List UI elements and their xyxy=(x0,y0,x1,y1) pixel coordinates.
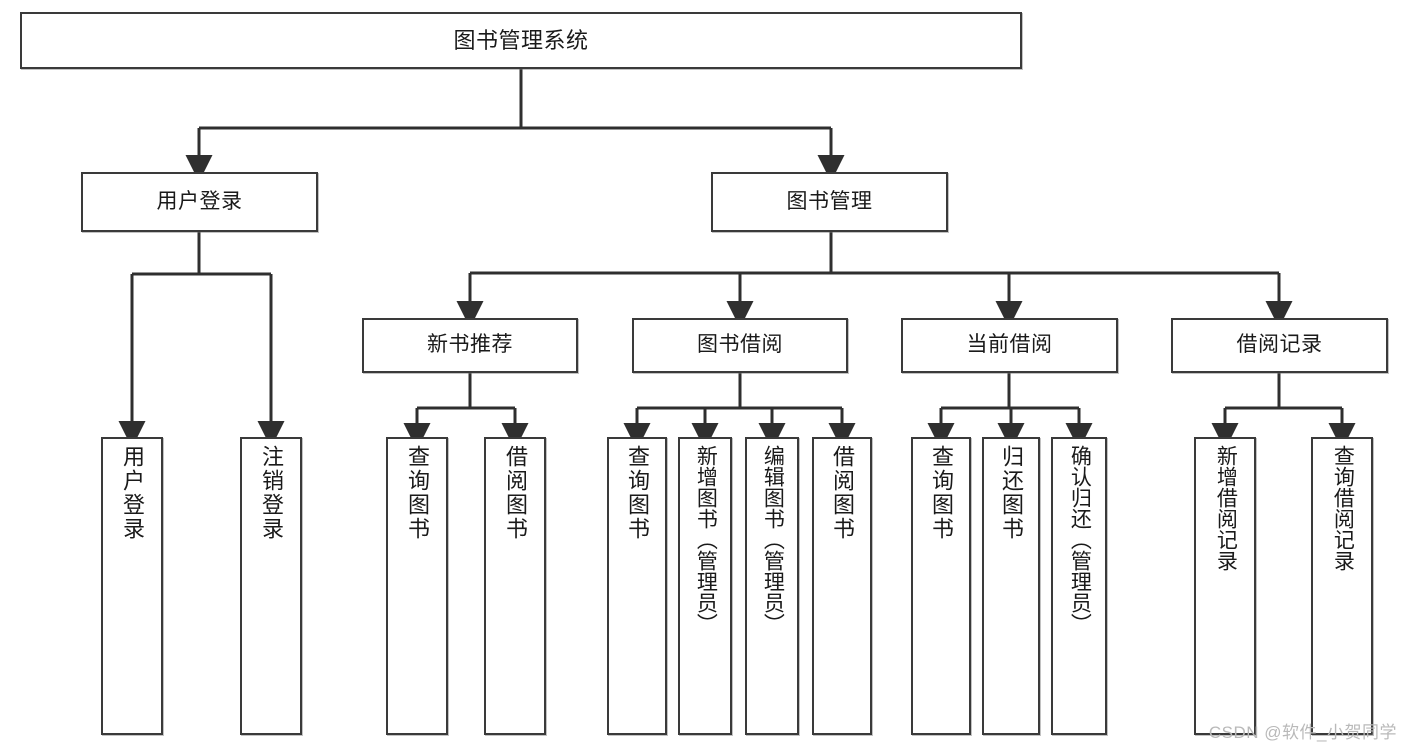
node-leaf-query-book-1-label: 查询图书 xyxy=(404,445,430,541)
node-leaf-confirm-return-label: 确认归还（管理员） xyxy=(1068,445,1092,634)
node-current-borrow[interactable]: 当前借阅 xyxy=(901,318,1118,373)
node-leaf-add-book-label: 新增图书（管理员） xyxy=(694,445,718,634)
node-current-borrow-label: 当前借阅 xyxy=(966,333,1053,357)
node-leaf-query-book-2[interactable]: 查询图书 xyxy=(607,437,667,735)
node-leaf-borrow-book-1[interactable]: 借阅图书 xyxy=(484,437,546,735)
node-leaf-logout-label: 注销登录 xyxy=(258,445,284,541)
node-leaf-borrow-book-1-label: 借阅图书 xyxy=(502,445,528,541)
node-book-manage-label: 图书管理 xyxy=(786,189,873,213)
node-user-login-label: 用户登录 xyxy=(156,189,243,213)
node-book-manage[interactable]: 图书管理 xyxy=(711,172,948,232)
node-borrow-record-label: 借阅记录 xyxy=(1236,333,1323,357)
node-user-login[interactable]: 用户登录 xyxy=(81,172,318,232)
node-new-book-recommend[interactable]: 新书推荐 xyxy=(362,318,578,373)
node-leaf-query-book-2-label: 查询图书 xyxy=(624,445,650,541)
node-new-book-recommend-label: 新书推荐 xyxy=(427,333,513,357)
node-book-borrow[interactable]: 图书借阅 xyxy=(632,318,848,373)
node-leaf-query-book-3[interactable]: 查询图书 xyxy=(911,437,971,735)
node-leaf-edit-book[interactable]: 编辑图书（管理员） xyxy=(745,437,799,735)
node-leaf-add-book[interactable]: 新增图书（管理员） xyxy=(678,437,732,735)
node-leaf-return-book[interactable]: 归还图书 xyxy=(982,437,1040,735)
node-leaf-user-login[interactable]: 用户登录 xyxy=(101,437,163,735)
node-book-borrow-label: 图书借阅 xyxy=(697,333,783,357)
node-leaf-query-book-1[interactable]: 查询图书 xyxy=(386,437,448,735)
node-leaf-query-record[interactable]: 查询借阅记录 xyxy=(1311,437,1373,735)
node-leaf-borrow-book-2-label: 借阅图书 xyxy=(829,445,855,541)
node-root-label: 图书管理系统 xyxy=(453,27,589,53)
node-leaf-query-record-label: 查询借阅记录 xyxy=(1331,445,1355,571)
node-leaf-borrow-book-2[interactable]: 借阅图书 xyxy=(812,437,872,735)
node-root[interactable]: 图书管理系统 xyxy=(20,12,1022,69)
node-leaf-logout[interactable]: 注销登录 xyxy=(240,437,302,735)
csdn-watermark: CSDN @软件_小贺同学 xyxy=(1208,723,1397,742)
node-leaf-return-book-label: 归还图书 xyxy=(998,445,1024,541)
node-leaf-add-record[interactable]: 新增借阅记录 xyxy=(1194,437,1256,735)
node-leaf-add-record-label: 新增借阅记录 xyxy=(1214,445,1238,571)
node-leaf-user-login-label: 用户登录 xyxy=(119,445,145,541)
node-leaf-edit-book-label: 编辑图书（管理员） xyxy=(761,445,785,634)
node-leaf-confirm-return[interactable]: 确认归还（管理员） xyxy=(1051,437,1107,735)
node-leaf-query-book-3-label: 查询图书 xyxy=(928,445,954,541)
node-borrow-record[interactable]: 借阅记录 xyxy=(1171,318,1388,373)
